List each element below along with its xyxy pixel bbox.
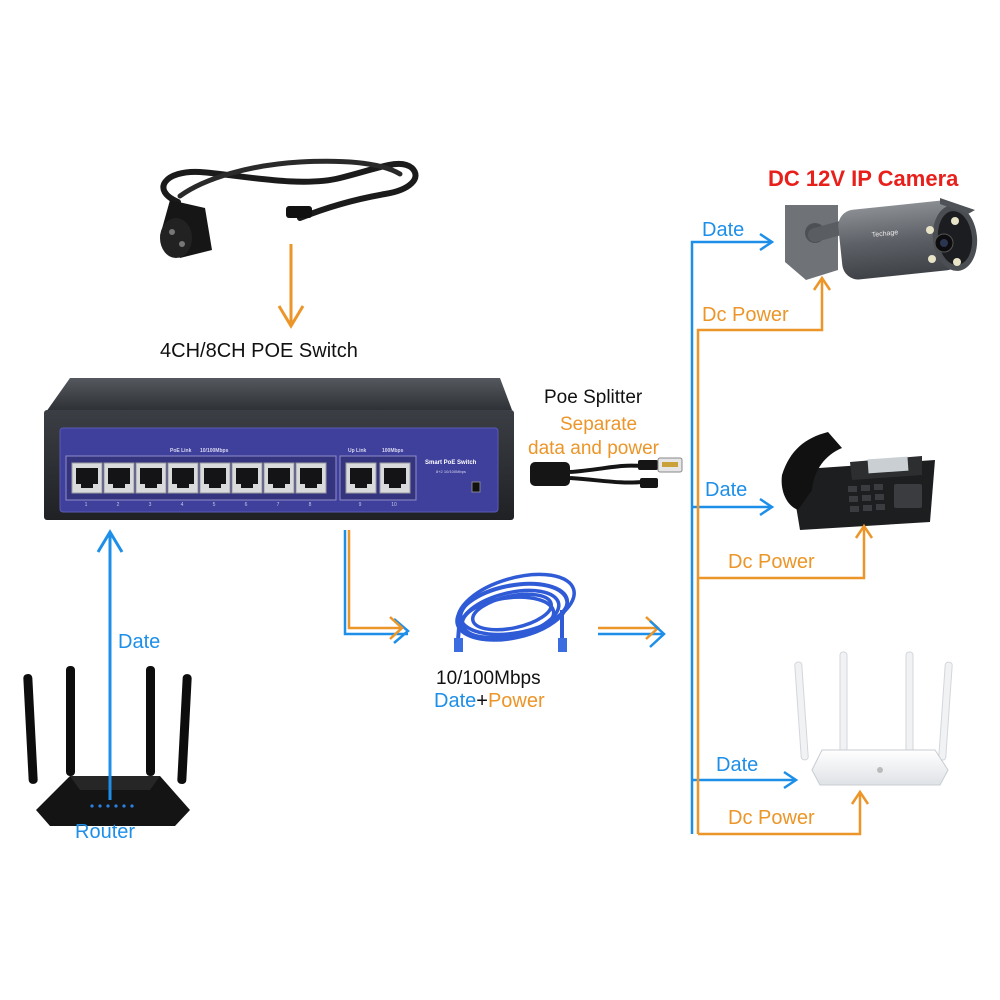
camera-date-label: Date (702, 219, 745, 241)
rj45-port (231, 462, 263, 494)
cable-date-power-label: Date+Power (434, 690, 545, 713)
router-white-power-label: Dc Power (728, 807, 815, 829)
port-number: 10 (391, 502, 397, 508)
power-input-arrow (277, 244, 305, 329)
rj45-port (103, 462, 135, 494)
phone-date-label: Date (705, 479, 748, 501)
switch-brand: Smart PoE Switch (425, 460, 477, 466)
rj45-port (71, 462, 103, 494)
router-label: Router (75, 821, 136, 843)
ip-camera-icon (785, 198, 978, 280)
switch-label-uplink-speed: 100Mbps (382, 448, 404, 454)
distribution-bus (690, 232, 874, 836)
camera-brand: Techage (871, 229, 898, 239)
port-number: 8 (309, 502, 312, 508)
switch-model: 8+2 10/100Mbps (436, 469, 466, 474)
rj45-port-group (71, 462, 411, 494)
phone-power-label: Dc Power (728, 551, 815, 573)
cable-to-devices-lines (598, 616, 666, 648)
cable-date-text: Date (434, 690, 477, 712)
camera-title: DC 12V IP Camera (768, 166, 959, 191)
port-number: 6 (245, 502, 248, 508)
poe-splitter-subtitle-line1: Separate (560, 414, 638, 435)
switch-to-cable-lines (343, 530, 410, 644)
rj45-port (295, 462, 327, 494)
cable-power-text: Power (487, 690, 545, 712)
rj45-port (379, 462, 411, 494)
port-number: 4 (181, 502, 184, 508)
switch-label-speed: 10/100Mbps (200, 448, 229, 454)
switch-title: 4CH/8CH POE Switch (160, 340, 358, 362)
poe-switch-icon (44, 378, 514, 520)
port-number: 2 (117, 502, 120, 508)
poe-splitter-icon (530, 457, 683, 488)
power-cord-icon (160, 158, 419, 258)
camera-power-label: Dc Power (702, 304, 789, 326)
desk-phone-icon (781, 432, 935, 530)
router-date-label: Date (118, 631, 161, 653)
rj45-port (263, 462, 295, 494)
rj45-port (167, 462, 199, 494)
rj45-port (135, 462, 167, 494)
router-white-date-label: Date (716, 754, 759, 776)
port-number-group: 1 2 3 4 5 6 7 8 9 10 (85, 502, 397, 508)
port-number: 9 (359, 502, 362, 508)
cable-plus-text: + (476, 690, 488, 712)
port-number: 3 (149, 502, 152, 508)
switch-label-poe-link: PoE Link (170, 448, 192, 454)
poe-splitter-subtitle-line2: data and power (528, 438, 659, 459)
wifi-router-white-icon (794, 651, 953, 786)
port-number: 1 (85, 502, 88, 508)
port-number: 7 (277, 502, 280, 508)
router-data-arrow (96, 529, 124, 800)
ethernet-cable-icon (455, 572, 576, 642)
wifi-router-black-icon (23, 666, 192, 826)
rj45-port (345, 462, 377, 494)
port-number: 5 (213, 502, 216, 508)
cable-speed-label: 10/100Mbps (436, 668, 541, 689)
poe-splitter-title: Poe Splitter (544, 387, 643, 408)
rj45-port (199, 462, 231, 494)
switch-label-uplink: Up Link (348, 448, 367, 454)
